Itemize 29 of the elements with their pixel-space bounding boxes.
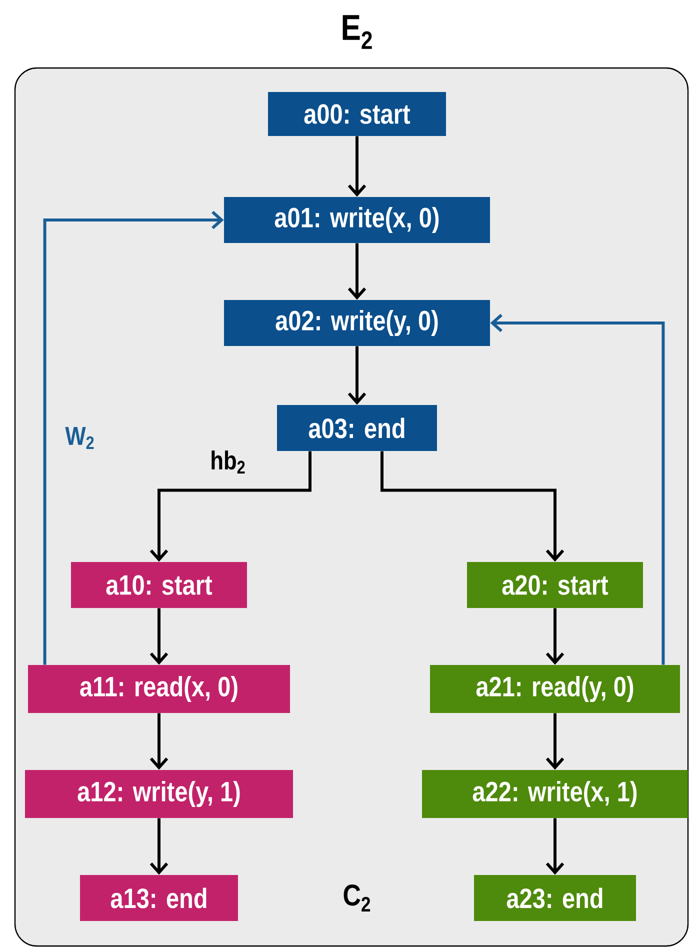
arrow — [150, 713, 168, 770]
process-box: a01: write(x, 0) — [224, 197, 490, 243]
edge-label: hb$_{2}$ — [212, 450, 245, 474]
arrow — [150, 451, 312, 562]
arrow — [490, 314, 665, 665]
process-box: a22: write(x, 1) — [422, 770, 688, 818]
arrow — [348, 243, 366, 300]
arrow — [348, 136, 366, 197]
title: E$_{2}$ — [342, 15, 372, 49]
process-box: a23: end — [474, 875, 636, 921]
process-box: a13: end — [80, 875, 238, 921]
process-box: a03: end — [277, 405, 437, 451]
arrow — [546, 713, 564, 770]
arrow — [150, 818, 168, 875]
arrow — [348, 346, 366, 405]
edge-label: W$_{2}$ — [65, 426, 94, 450]
arrow — [546, 818, 564, 875]
process-box: a20: start — [467, 562, 643, 608]
process-box: a11: read(x, 0) — [28, 665, 290, 713]
arrow — [43, 210, 224, 665]
arrow — [380, 451, 564, 562]
process-box: a10: start — [71, 562, 247, 608]
arrow — [546, 608, 564, 665]
process-box: a00: start — [268, 92, 446, 136]
process-box: a12: write(y, 1) — [25, 770, 293, 818]
process-box: a21: read(y, 0) — [430, 665, 680, 713]
arrow — [150, 608, 168, 665]
process-box: a02: write(y, 0) — [224, 300, 490, 346]
label: C$_{2}$ — [344, 884, 370, 912]
